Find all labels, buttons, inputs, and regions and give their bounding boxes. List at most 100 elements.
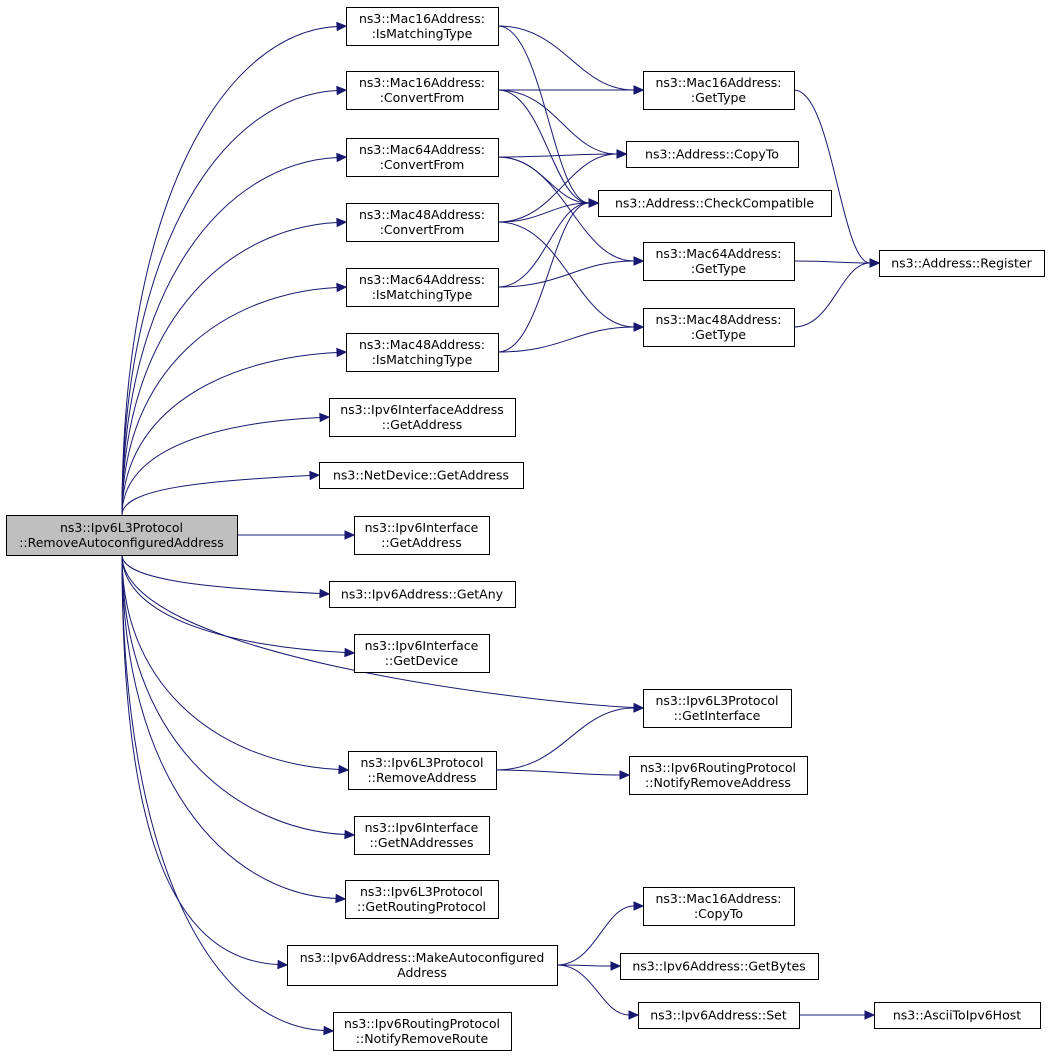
node-label: ns3::NetDevice::GetAddress — [333, 468, 509, 483]
arrowhead-root-to-ipv6if_getnaddresses — [344, 829, 356, 840]
node-box — [626, 141, 799, 168]
edge-mac64_convertfrom-to-mac64_gettype — [497, 156, 635, 262]
node-address-checkcompatible[interactable]: ns3::Address::CheckCompatible — [598, 190, 832, 217]
node-ipv6l3-removeaddress[interactable]: ns3::Ipv6L3Protocol::RemoveAddress — [348, 751, 497, 790]
edge-root-to-ipv6addr_getany — [121, 554, 321, 595]
edge-mac48_ismatching-to-mac48_gettype — [497, 326, 635, 353]
edge-root-to-mac48_ismatching — [121, 351, 338, 516]
node-ipv6routing-notifyremoveroute[interactable]: ns3::Ipv6RoutingProtocol::NotifyRemoveRo… — [333, 1012, 512, 1051]
node-box — [643, 689, 792, 728]
arrowhead-root-to-mac16_convertfrom — [336, 85, 348, 96]
edge-root-to-mac64_convertfrom — [121, 156, 338, 516]
node-ipv6if-getdevice[interactable]: ns3::Ipv6Interface::GetDevice — [354, 634, 490, 673]
node-label: ::GetDevice — [385, 653, 459, 668]
edge-root-to-ipv6ifaddr_getaddress — [121, 416, 321, 516]
node-label: ns3::Ipv6L3Protocol — [360, 884, 483, 899]
node-label: ::RemoveAutoconfiguredAddress — [19, 535, 224, 550]
node-asciitoipv6host[interactable]: ns3::AsciiToIpv6Host — [874, 1002, 1041, 1029]
node-ipv6l3-getinterface[interactable]: ns3::Ipv6L3Protocol::GetInterface — [643, 689, 792, 728]
arrowhead-root-to-mac64_convertfrom — [336, 152, 348, 163]
arrowhead-root-to-netdevice_getaddress — [309, 470, 321, 481]
node-box — [874, 1002, 1041, 1029]
node-ipv6routing-notifyremoveaddress[interactable]: ns3::Ipv6RoutingProtocol::NotifyRemoveAd… — [629, 756, 808, 795]
node-ipv6ifaddr-getaddress[interactable]: ns3::Ipv6InterfaceAddress::GetAddress — [329, 398, 516, 437]
arrowhead-ipv6l3_removeaddress-to-ipv6routing_notifyremoveaddress — [619, 770, 631, 780]
arrowhead-root-to-ipv6l3_getrouting — [335, 893, 347, 904]
node-ipv6if-getnaddresses[interactable]: ns3::Ipv6Interface::GetNAddresses — [354, 816, 490, 855]
node-label: ns3::Ipv6Address::GetAny — [341, 587, 504, 602]
arrowhead-root-to-ipv6l3_removeaddress — [338, 764, 350, 775]
node-box — [348, 751, 497, 790]
edge-mac64_ismatching-to-address_checkcompatible — [497, 202, 590, 288]
edge-mac16_ismatching-to-address_checkcompatible — [497, 25, 590, 204]
node-label: ns3::Mac64Address: — [359, 272, 485, 287]
node-ipv6l3-getrouting[interactable]: ns3::Ipv6L3Protocol::GetRoutingProtocol — [345, 880, 499, 919]
call-nodes: ns3::Ipv6L3Protocol::RemoveAutoconfigure… — [6, 7, 1045, 1051]
node-label: ns3::Ipv6Address::MakeAutoconfigured — [300, 950, 545, 965]
edge-root-to-mac64_ismatching — [121, 286, 338, 516]
node-label: Address — [397, 965, 447, 980]
node-box — [643, 887, 795, 926]
node-mac48-convertfrom[interactable]: ns3::Mac48Address::ConvertFrom — [346, 203, 499, 242]
node-label: ns3::Mac16Address: — [359, 11, 485, 26]
node-mac16-gettype[interactable]: ns3::Mac16Address::GetType — [643, 71, 795, 110]
node-label: ::NotifyRemoveAddress — [645, 775, 791, 790]
node-mac16-ismatching[interactable]: ns3::Mac16Address::IsMatchingType — [346, 7, 499, 46]
arrowhead-root-to-ipv6ifaddr_getaddress — [319, 412, 331, 423]
edge-mac48_convertfrom-to-address_copyto — [497, 153, 618, 223]
arrowhead-root-to-ipv6if_getaddress — [344, 530, 356, 540]
edge-ipv6addr_makeauto-to-ipv6addr_set — [556, 964, 630, 1016]
node-label: ns3::AsciiToIpv6Host — [893, 1008, 1021, 1023]
arrowhead-root-to-ipv6addr_getany — [319, 588, 331, 599]
node-netdevice-getaddress[interactable]: ns3::NetDevice::GetAddress — [319, 462, 524, 489]
arrowhead-mac16_convertfrom-to-mac16_gettype — [633, 85, 645, 95]
node-label: ns3::Mac64Address: — [359, 142, 485, 157]
node-box — [6, 515, 238, 556]
node-box — [643, 71, 795, 110]
node-ipv6addr-makeauto[interactable]: ns3::Ipv6Address::MakeAutoconfiguredAddr… — [287, 945, 558, 986]
node-mac64-convertfrom[interactable]: ns3::Mac64Address::ConvertFrom — [346, 138, 499, 177]
edge-root-to-ipv6l3_getrouting — [121, 554, 337, 900]
node-box — [333, 1012, 512, 1051]
node-label: ns3::Mac16Address: — [655, 891, 781, 906]
call-edges — [121, 21, 881, 1036]
edge-root-to-ipv6addr_makeauto — [121, 554, 279, 966]
edge-root-to-mac16_convertfrom — [121, 89, 338, 516]
node-ipv6addr-set[interactable]: ns3::Ipv6Address::Set — [638, 1002, 800, 1029]
node-box — [354, 516, 490, 555]
node-mac48-gettype[interactable]: ns3::Mac48Address::GetType — [643, 308, 795, 347]
edge-mac16_convertfrom-to-address_checkcompatible — [497, 89, 590, 204]
node-label: ns3::Ipv6RoutingProtocol — [344, 1016, 500, 1031]
edge-mac48_convertfrom-to-mac48_gettype — [497, 221, 635, 328]
arrowhead-mac64_ismatching-to-mac64_gettype — [633, 256, 645, 266]
node-box — [354, 816, 490, 855]
arrowhead-mac48_gettype-to-address_register — [869, 258, 881, 268]
node-mac16-copyto[interactable]: ns3::Mac16Address::CopyTo — [643, 887, 795, 926]
node-address-register[interactable]: ns3::Address::Register — [879, 250, 1045, 277]
node-ipv6addr-getany[interactable]: ns3::Ipv6Address::GetAny — [329, 581, 516, 608]
node-root[interactable]: ns3::Ipv6L3Protocol::RemoveAutoconfigure… — [6, 515, 238, 556]
edge-mac48_convertfrom-to-address_checkcompatible — [497, 202, 590, 223]
node-mac48-ismatching[interactable]: ns3::Mac48Address::IsMatchingType — [346, 333, 499, 372]
edge-root-to-mac16_ismatching — [121, 25, 338, 516]
node-mac64-gettype[interactable]: ns3::Mac64Address::GetType — [643, 242, 795, 281]
node-box — [354, 634, 490, 673]
node-box — [329, 581, 516, 608]
arrowhead-ipv6addr_makeauto-to-mac16_copyto — [633, 901, 645, 911]
arrowhead-ipv6l3_removeaddress-to-ipv6l3_getinterface — [633, 703, 645, 713]
node-box — [643, 242, 795, 281]
node-mac16-convertfrom[interactable]: ns3::Mac16Address::ConvertFrom — [346, 71, 499, 110]
node-label: ::NotifyRemoveRoute — [356, 1031, 489, 1046]
node-label: ns3::Mac48Address: — [359, 337, 485, 352]
node-box — [329, 398, 516, 437]
node-address-copyto[interactable]: ns3::Address::CopyTo — [626, 141, 799, 168]
edge-root-to-ipv6if_getnaddresses — [121, 554, 346, 836]
node-ipv6if-getaddress[interactable]: ns3::Ipv6Interface::GetAddress — [354, 516, 490, 555]
node-label: :CopyTo — [694, 906, 743, 921]
node-ipv6addr-getbytes[interactable]: ns3::Ipv6Address::GetBytes — [620, 953, 819, 980]
node-label: :GetType — [691, 261, 747, 276]
node-label: :IsMatchingType — [372, 352, 473, 367]
node-mac64-ismatching[interactable]: ns3::Mac64Address::IsMatchingType — [346, 268, 499, 307]
node-label: ::GetInterface — [674, 708, 761, 723]
node-label: ns3::Address::Register — [891, 256, 1032, 271]
